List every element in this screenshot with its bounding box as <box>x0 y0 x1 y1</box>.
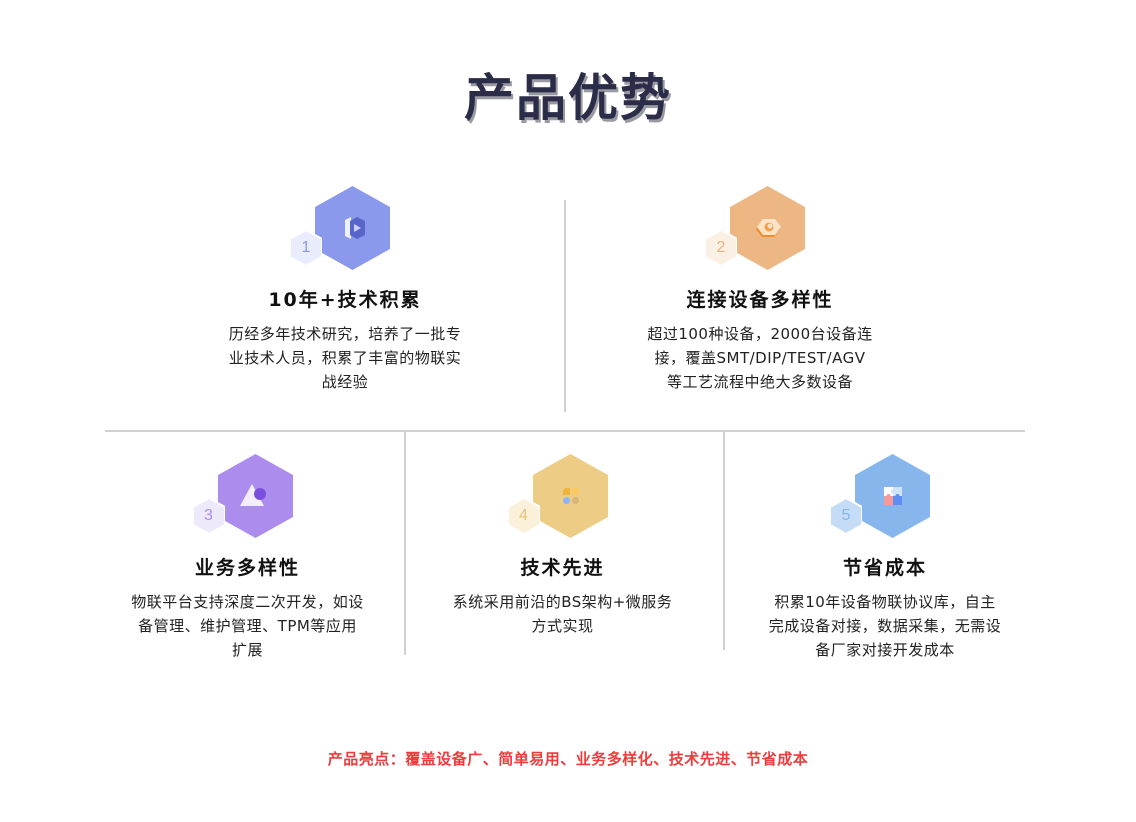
feature-description: 系统采用前沿的BS架构+微服务 方式实现 <box>420 590 705 638</box>
feature-icon-3: 3 <box>192 454 303 539</box>
feature-icon-2: 2 <box>705 186 815 271</box>
badge-hexagon-icon <box>830 498 862 534</box>
badge-hexagon-icon <box>192 498 225 534</box>
page-title: 产品优势 <box>464 69 672 127</box>
desc-line: 系统采用前沿的BS架构+微服务 <box>452 593 673 611</box>
feature-description: 积累10年设备物联协议库，自主 完成设备对接，数据采集，无需设 备厂家对接开发成… <box>735 590 1035 662</box>
feature-description: 物联平台支持深度二次开发，如设 备管理、维护管理、TPM等应用 扩展 <box>100 590 395 662</box>
vertical-divider-bottom-right <box>723 432 725 650</box>
feature-number: 4 <box>519 507 528 524</box>
feature-icon-4: 4 <box>507 454 618 539</box>
feature-number: 1 <box>301 239 311 256</box>
feature-description: 历经多年技术研究，培养了一批专 业技术人员，积累了丰富的物联实 战经验 <box>195 322 495 394</box>
badge-hexagon-icon <box>705 230 737 266</box>
feature-card-advanced-tech: 4 技术先进 系统采用前沿的BS架构+微服务 方式实现 <box>420 454 705 638</box>
vertical-divider-bottom-left <box>404 432 406 655</box>
feature-title: 连接设备多样性 <box>686 289 834 311</box>
feature-title: 节省成本 <box>842 557 927 579</box>
desc-line: 备厂家对接开发成本 <box>815 641 955 659</box>
hexagon-background-icon <box>532 454 608 538</box>
desc-line: 业技术人员，积累了丰富的物联实 <box>228 349 462 367</box>
triangle-circle-icon <box>239 484 266 506</box>
feature-card-cost-saving: 5 节省成本 积累10年设备物联协议库，自主 完成设备对接，数据采集，无需设 备… <box>735 454 1035 662</box>
feature-number: 3 <box>204 507 213 524</box>
feature-icon-1: 1 <box>290 186 400 271</box>
feature-number: 2 <box>716 239 726 256</box>
desc-line: 历经多年技术研究，培养了一批专 <box>228 325 462 343</box>
feature-description: 超过100种设备，2000台设备连 接，覆盖SMT/DIP/TEST/AGV 等… <box>610 322 910 394</box>
nut-icon <box>756 219 781 237</box>
puzzle-icon <box>884 487 902 505</box>
feature-card-tech-accumulation: 1 10年+技术积累 历经多年技术研究，培养了一批专 业技术人员，积累了丰富的物… <box>195 186 495 394</box>
badge-hexagon-icon <box>290 230 322 266</box>
vertical-divider-top <box>564 200 566 412</box>
clover-icon <box>562 488 579 504</box>
desc-line: 接，覆盖SMT/DIP/TEST/AGV <box>654 349 866 367</box>
horizontal-divider <box>105 430 1025 432</box>
feature-title: 业务多样性 <box>194 557 300 579</box>
desc-line: 积累10年设备物联协议库，自主 <box>774 593 996 611</box>
desc-line: 方式实现 <box>531 617 594 635</box>
desc-line: 扩展 <box>231 641 263 659</box>
desc-line: 等工艺流程中绝大多数设备 <box>666 373 853 391</box>
feature-card-business-diversity: 3 业务多样性 物联平台支持深度二次开发，如设 备管理、维护管理、TPM等应用 … <box>100 454 395 662</box>
desc-line: 战经验 <box>321 373 369 391</box>
play-hexagon-icon <box>345 217 365 239</box>
feature-title: 10年+技术积累 <box>268 289 422 311</box>
desc-line: 完成设备对接，数据采集，无需设 <box>768 617 1002 635</box>
product-highlights: 产品亮点：覆盖设备广、简单易用、业务多样化、技术先进、节省成本 <box>327 750 809 768</box>
feature-card-device-diversity: 2 连接设备多样性 超过100种设备，2000台设备连 接，覆盖SMT/DIP/… <box>610 186 910 394</box>
feature-icon-5: 5 <box>830 454 940 539</box>
desc-line: 物联平台支持深度二次开发，如设 <box>131 593 364 611</box>
desc-line: 备管理、维护管理、TPM等应用 <box>138 617 357 635</box>
feature-number: 5 <box>841 507 851 524</box>
desc-line: 超过100种设备，2000台设备连 <box>647 325 873 343</box>
feature-title: 技术先进 <box>520 557 605 579</box>
badge-hexagon-icon <box>507 498 540 534</box>
